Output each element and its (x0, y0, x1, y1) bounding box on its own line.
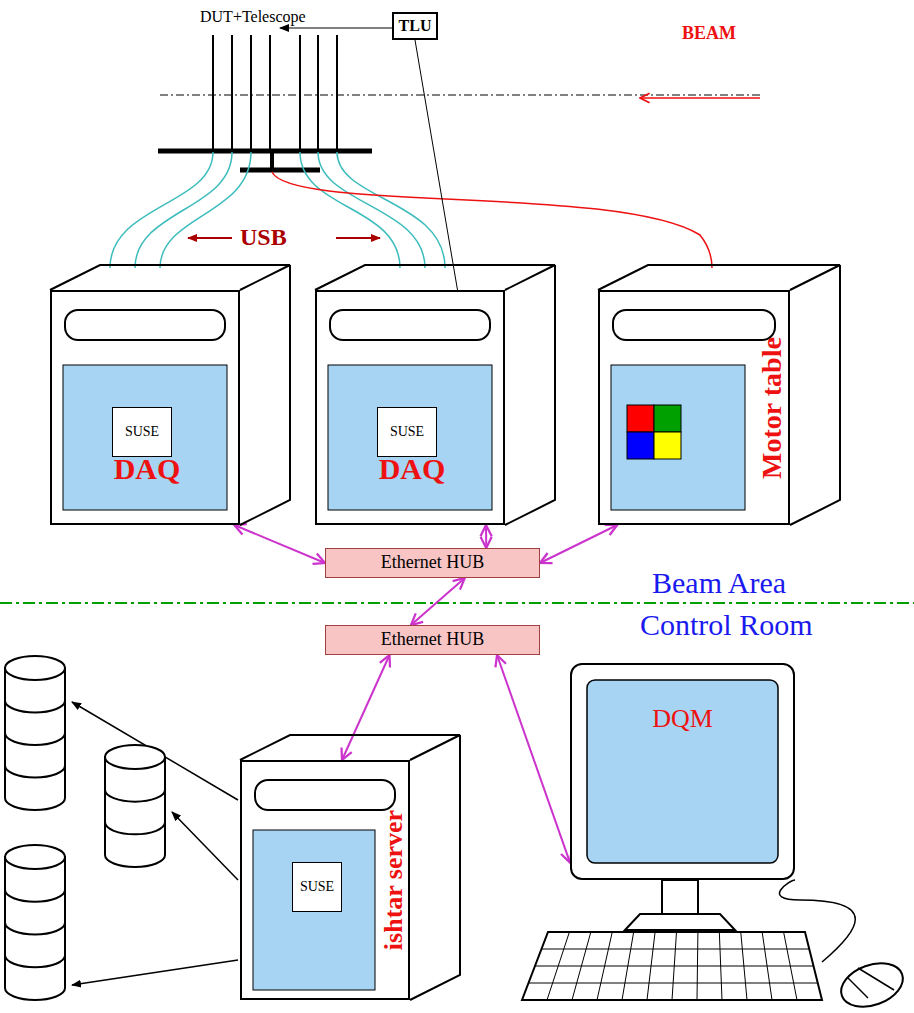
telescope-label: DUT+Telescope (200, 8, 306, 26)
node-text: SUSE (390, 424, 424, 439)
area-label: Beam Area (652, 566, 786, 599)
disk-stacks (5, 656, 165, 1000)
monitor-stand (625, 880, 735, 930)
node-text: TLU (399, 17, 432, 35)
disk-stack (105, 745, 165, 867)
daq-computer: DAQSUSE (315, 290, 505, 525)
motor-cable (272, 172, 712, 268)
mouse (780, 880, 909, 1013)
node-text: Ethernet HUB (381, 553, 484, 573)
motor-table-computer: Motor table (598, 290, 790, 525)
node-text: ishtar server (380, 810, 409, 950)
trigger-line (280, 28, 392, 29)
area-label: Control Room (640, 608, 813, 641)
telescope-planes (213, 35, 337, 150)
node-text: SUSE (300, 879, 334, 894)
ethernet-hub: Ethernet HUB (325, 625, 540, 655)
ethernet-link (485, 525, 487, 548)
trigger-wire (415, 40, 458, 290)
usb-cables (110, 152, 445, 268)
beam-arrow (640, 97, 760, 99)
motor-stage (158, 151, 372, 170)
node-text: Motor table (757, 337, 788, 479)
daq-computer: DAQSUSE (50, 290, 240, 525)
beam-label: BEAM (682, 24, 736, 44)
ethernet-hub: Ethernet HUB (325, 548, 540, 578)
keyboard (522, 932, 822, 1000)
node-text: SUSE (125, 424, 159, 439)
disk-stack (5, 845, 65, 1000)
usb-span-arrow (336, 237, 380, 239)
ethernet-link (342, 655, 390, 760)
os-box: SUSE (377, 407, 437, 457)
node-text: DQM (572, 705, 793, 734)
ethernet-link (497, 655, 570, 863)
area-divider (0, 602, 914, 604)
ethernet-link (411, 578, 465, 625)
storage-arrows (72, 702, 238, 985)
disk-stack (5, 656, 65, 810)
usb-span-arrow (188, 237, 232, 239)
ethernet-link (234, 525, 325, 563)
ethernet-link (540, 525, 617, 563)
trigger-unit-box: TLU (392, 12, 438, 40)
dqm-monitor: DQM (570, 663, 795, 880)
usb-label: USB (240, 224, 287, 250)
node-text: Ethernet HUB (381, 630, 484, 650)
storage-server: ishtar server SUSE (240, 760, 410, 1000)
os-box: SUSE (292, 862, 342, 912)
os-box: SUSE (112, 407, 172, 457)
